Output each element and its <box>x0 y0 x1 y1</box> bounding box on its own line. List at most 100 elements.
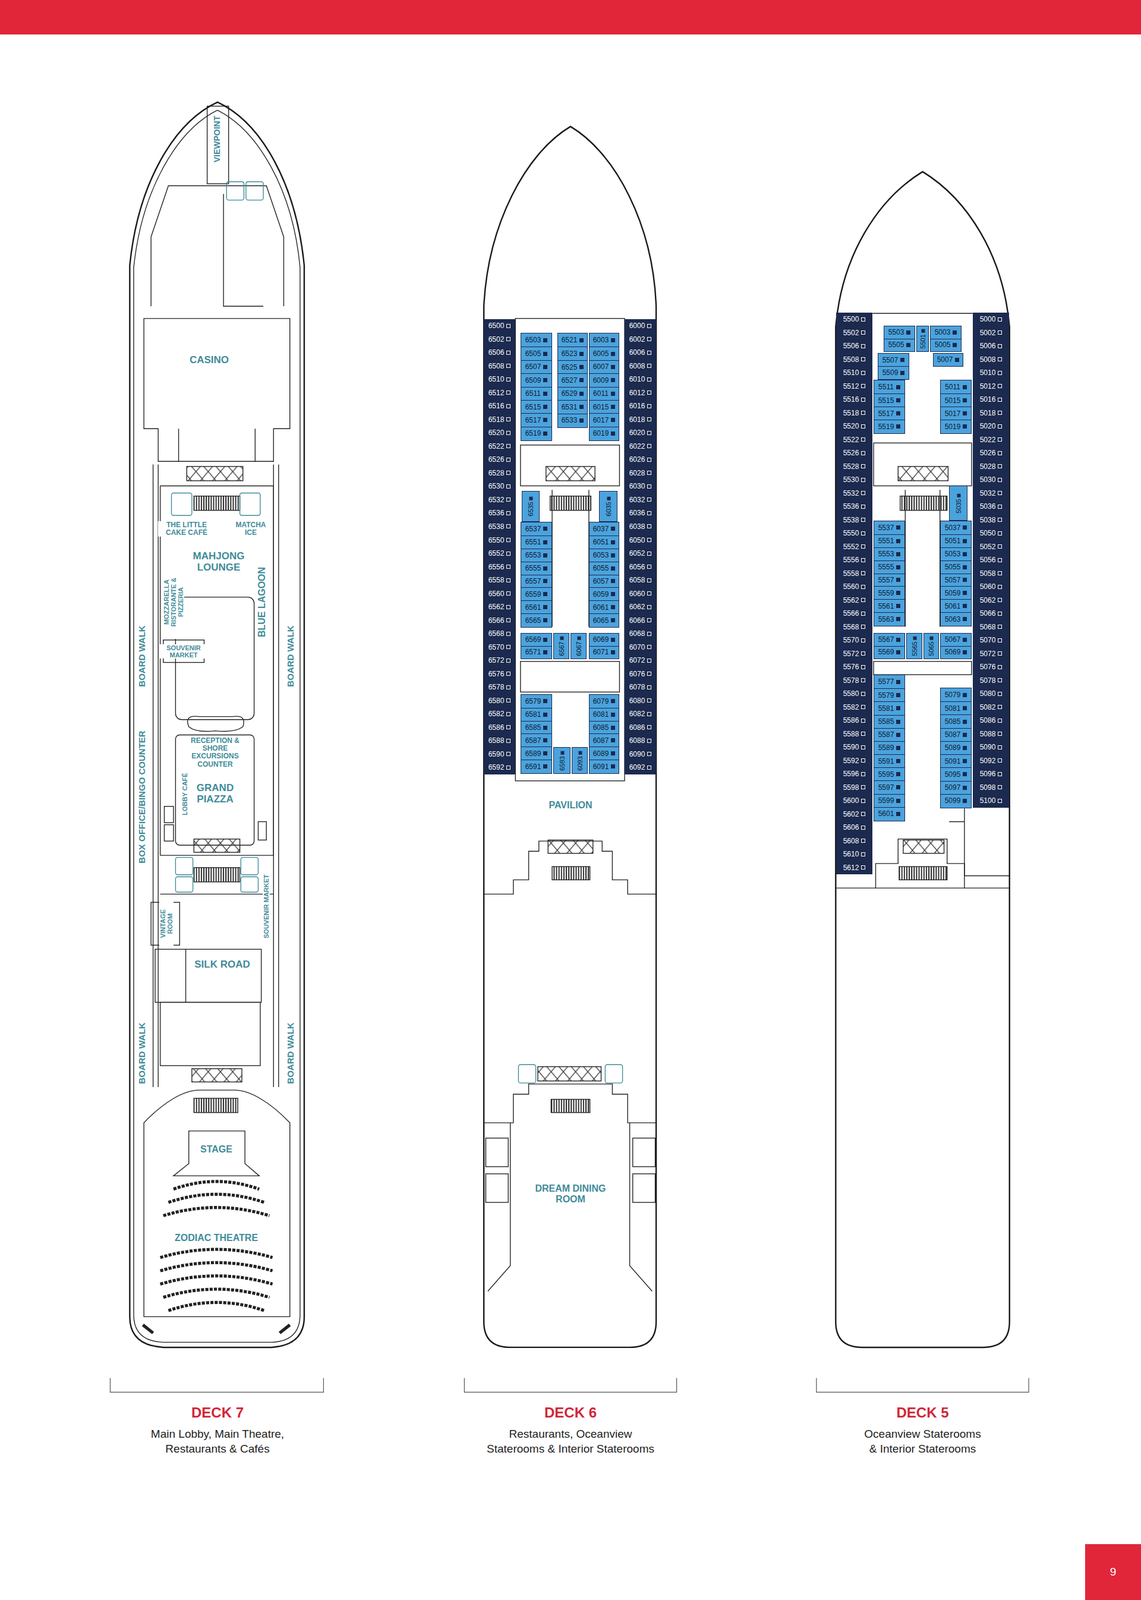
cabin-row: 6562 <box>483 600 516 614</box>
cabin-marker <box>543 417 548 422</box>
cabin-row: 5505 <box>884 338 915 352</box>
cabin-number: 5602 <box>843 810 860 818</box>
elevator-symbol <box>547 839 594 853</box>
cabin-number: 6580 <box>488 697 505 705</box>
cabin-marker <box>610 591 616 597</box>
cabin-marker <box>861 704 866 709</box>
interior-cabin-block: 5577557955815585558755895591559555975599… <box>873 674 906 822</box>
cabin-number: 6568 <box>488 629 505 638</box>
cabin-marker <box>647 323 652 329</box>
deck5-art <box>836 313 1010 888</box>
cabin-row: 5100 <box>972 793 1010 808</box>
cabin-marker <box>997 504 1002 509</box>
cabin-number: 5500 <box>843 315 860 323</box>
interior-cabin-block: 60696071 <box>588 632 620 660</box>
cabin-marker <box>647 484 652 489</box>
cabin-number: 6037 <box>593 525 610 533</box>
venue-label: THE LITTLE CAKE CAFÉ <box>158 521 216 537</box>
cabin-number: 5089 <box>944 744 961 752</box>
cabin-number: 5010 <box>979 369 996 377</box>
cabin-marker <box>997 611 1002 616</box>
cabin-marker <box>962 552 967 557</box>
cabin-marker <box>900 357 905 362</box>
cabin-marker <box>896 603 901 608</box>
cabin-row: 6056 <box>624 559 657 574</box>
dining-bay <box>632 1173 656 1203</box>
cabin-marker <box>861 383 866 389</box>
cabin-number: 5515 <box>878 396 895 405</box>
cabin-row: 5610 <box>836 847 873 862</box>
cabin-number: 5000 <box>979 315 996 323</box>
cabin-row: 5558 <box>836 566 873 581</box>
cabin-number: 5562 <box>843 596 860 604</box>
elevator-symbol <box>897 466 948 481</box>
cabin-marker <box>861 531 866 536</box>
rotated-cell: 6567 <box>558 635 565 656</box>
cabin-row: 6091 <box>589 759 619 773</box>
cabin-marker <box>962 798 967 803</box>
cabin-marker <box>896 616 901 622</box>
theatre-seats <box>163 1288 270 1298</box>
cabin-row: 6092 <box>624 760 657 775</box>
cabin-number: 5576 <box>843 663 860 671</box>
cabin-number: 5595 <box>878 770 895 778</box>
cabin-row: 6079 <box>589 694 619 708</box>
cabin-marker <box>861 477 866 482</box>
cabin-row: 5011 <box>940 380 972 394</box>
cabin-row: 6581 <box>521 707 552 721</box>
cabin-row: 6080 <box>624 693 657 708</box>
room-wall <box>185 949 187 1002</box>
cabin-row: 5518 <box>836 406 873 421</box>
cabin-number: 6570 <box>488 643 505 651</box>
cabin-marker <box>861 624 866 629</box>
cabin-marker <box>962 603 967 608</box>
cabin-row: 6576 <box>483 666 516 681</box>
cabin-marker <box>997 798 1002 803</box>
cabin-number: 6586 <box>488 723 505 731</box>
cabin-number: 6085 <box>593 723 610 731</box>
cabin-number: 5007 <box>937 355 954 364</box>
interior-cabin-block: 507950815085508750895091509550975099 <box>940 687 972 809</box>
cabin-marker <box>610 391 616 396</box>
label-anchor: RECEPTION & SHORE EXCURSIONS COUNTER <box>184 736 247 769</box>
cabin-row: 6530 <box>483 479 516 494</box>
cabin-marker <box>647 591 652 596</box>
cabin-marker <box>506 524 511 529</box>
cabin-marker <box>962 525 967 530</box>
cabin-row: 5068 <box>972 620 1010 635</box>
cabin-number: 5587 <box>878 730 895 739</box>
cabin-marker <box>610 553 616 558</box>
cabin-number: 5520 <box>843 422 860 430</box>
interior-cabin-block: 5007 <box>933 352 964 367</box>
cabin-number: 5610 <box>843 850 860 858</box>
cabin-marker <box>962 705 967 711</box>
cabin-marker <box>912 635 917 640</box>
cabin-row: 6028 <box>624 466 657 481</box>
cabin-row: 5086 <box>972 713 1010 728</box>
cabin-number: 6519 <box>525 429 542 437</box>
stage-outline <box>173 1130 260 1177</box>
cabin-number: 5597 <box>878 783 895 791</box>
cabin-row: 5036 <box>972 499 1010 514</box>
cabin-marker <box>543 725 548 730</box>
cabin-row: 6519 <box>521 426 552 440</box>
cabin-marker <box>647 751 652 756</box>
hull-line <box>835 171 1010 1348</box>
cabin-row: 5612 <box>836 861 873 875</box>
cabin-marker <box>610 566 616 571</box>
cabin-number: 5596 <box>843 770 860 778</box>
cabin-row: 5500 <box>836 312 873 327</box>
cabin-row: 6061 <box>589 600 619 614</box>
deck6-art <box>483 318 657 1292</box>
cabin-marker <box>861 825 866 830</box>
cabin-number: 6506 <box>488 348 505 356</box>
cabin-number: 5096 <box>979 770 996 778</box>
cabin-number: 5581 <box>878 704 895 712</box>
cabin-number: 5026 <box>979 449 996 457</box>
cabin-marker <box>861 785 866 790</box>
cabin-row: 6532 <box>483 493 516 507</box>
cabin-marker <box>610 650 616 655</box>
dining-bay <box>632 1138 656 1167</box>
cabin-number: 6533 <box>561 416 578 424</box>
cabin-number: 6067 <box>575 641 582 656</box>
